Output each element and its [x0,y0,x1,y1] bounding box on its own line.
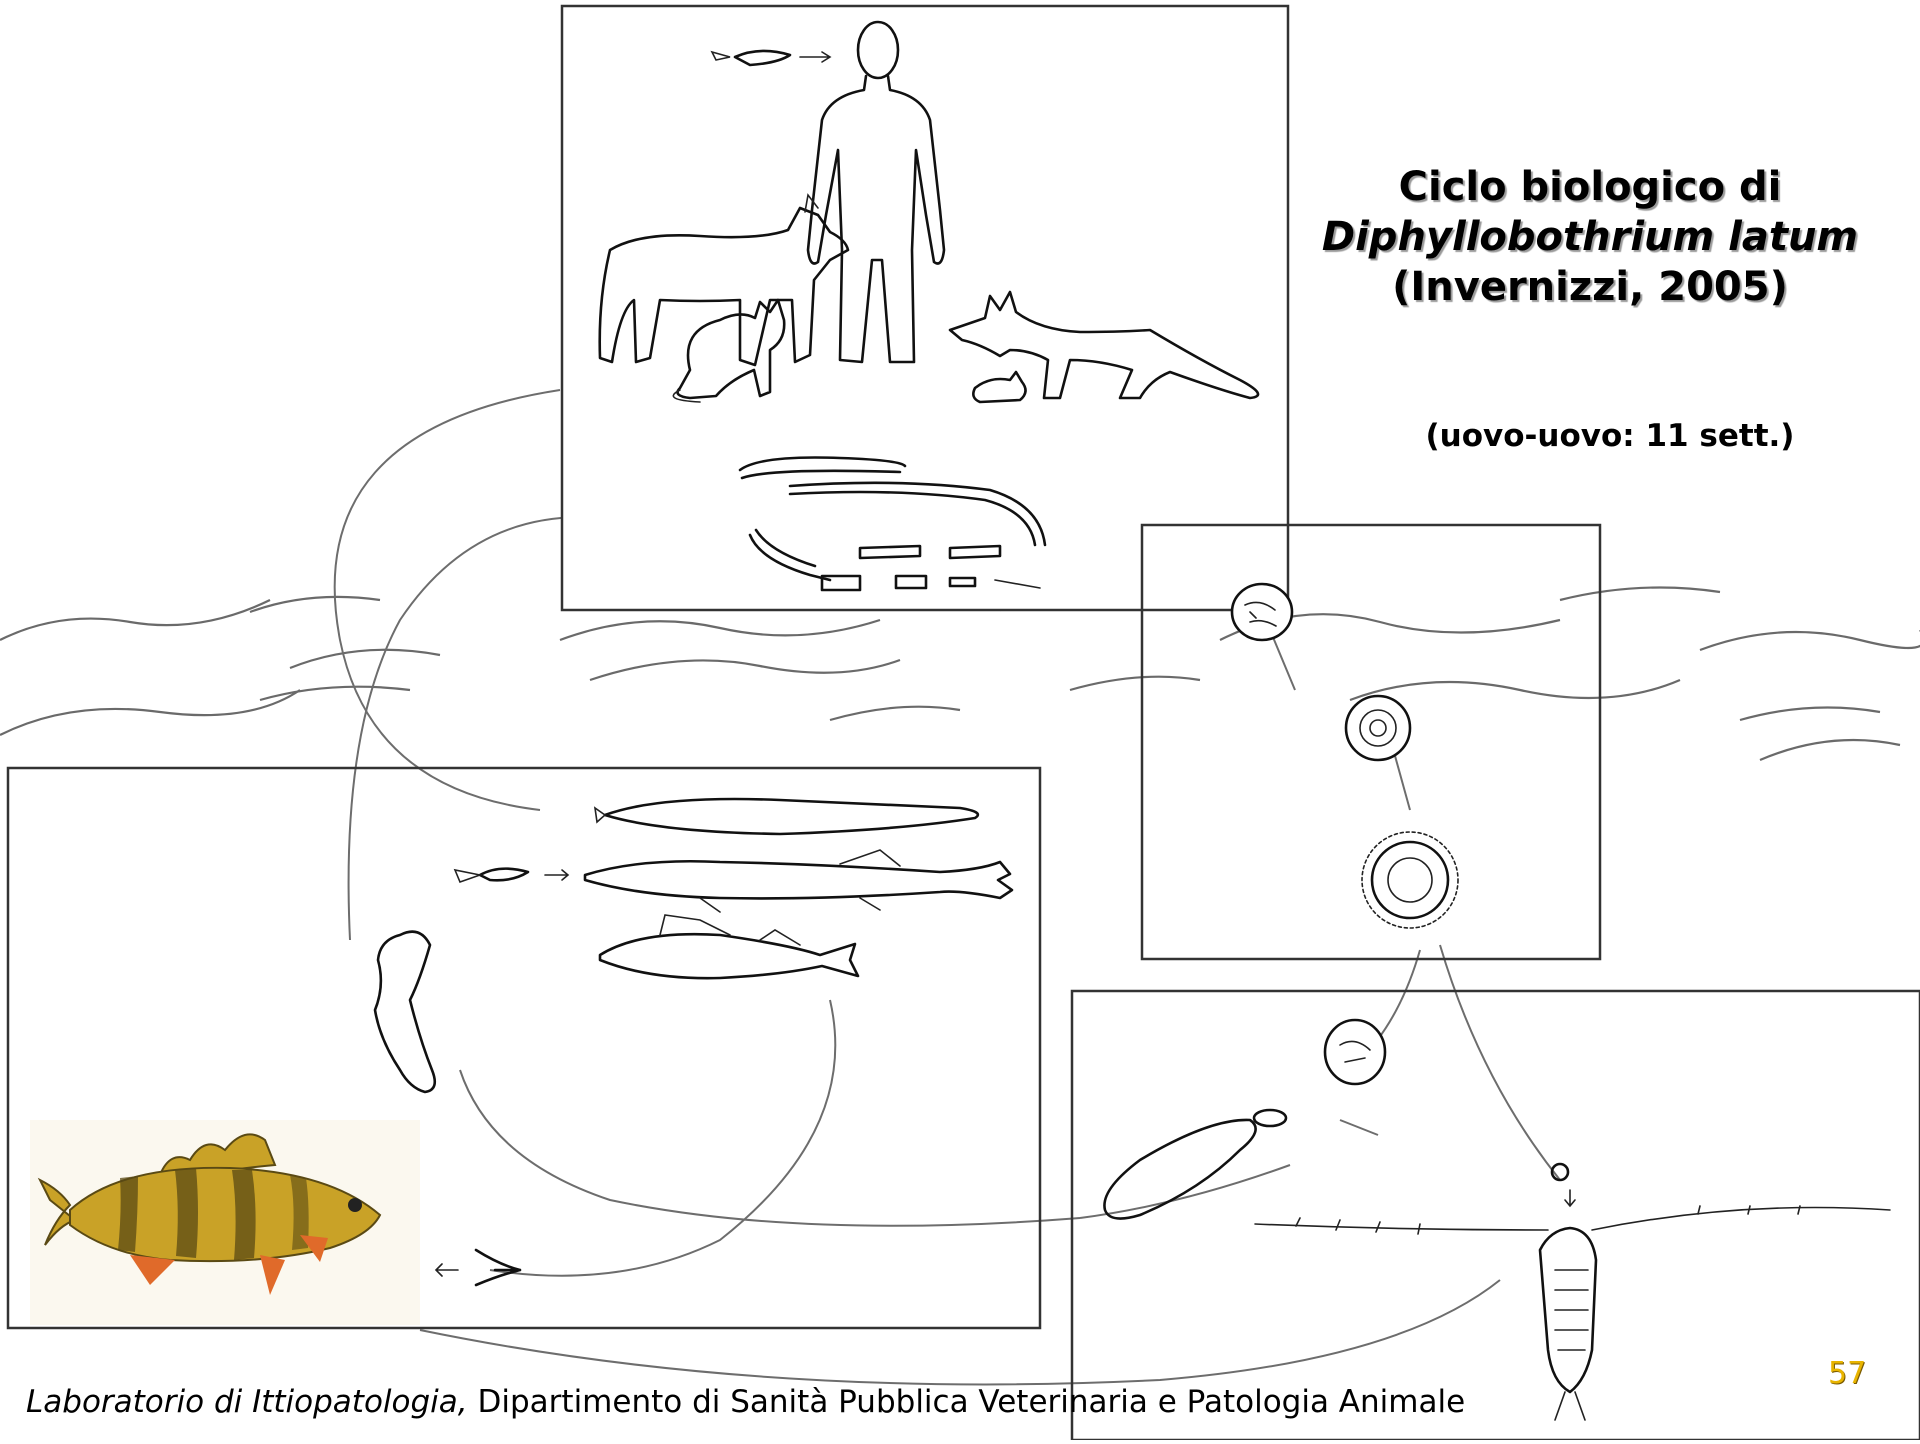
egg-icon [1232,584,1292,640]
footer-lab: Laboratorio di Ittiopatologia, [26,1384,468,1420]
slide-title: Ciclo biologico di Diphyllobothrium latu… [1320,162,1860,312]
first-intermediate-host-box [1072,991,1920,1440]
title-species: Diphyllobothrium latum [1320,212,1860,262]
definitive-host-box [562,6,1288,610]
title-line-1: Ciclo biologico di [1320,162,1860,212]
copepod-icon [1255,1164,1890,1420]
plerocercoid-icon [375,932,435,1092]
procercoid-egg-icon [1325,1020,1385,1084]
larva-small-icon [436,1250,520,1285]
coracidium-icon [1362,832,1458,928]
embryonated-egg-icon [1346,696,1410,760]
cycle-duration: (uovo-uovo: 11 sett.) [1380,418,1840,454]
trout-icon [595,799,978,834]
footer-department: Dipartimento di Sanità Pubblica Veterina… [478,1384,1466,1420]
small-fish-2-icon [455,869,568,882]
title-citation: (Invernizzi, 2005) [1320,262,1860,312]
pike-icon [585,850,1012,912]
page-number: 57 [1828,1356,1866,1391]
perch-sketch-icon [600,915,858,978]
perch-icon [30,1120,420,1325]
procercoid-icon [1104,1110,1286,1219]
footer: Laboratorio di Ittiopatologia, Dipartime… [26,1384,1465,1420]
